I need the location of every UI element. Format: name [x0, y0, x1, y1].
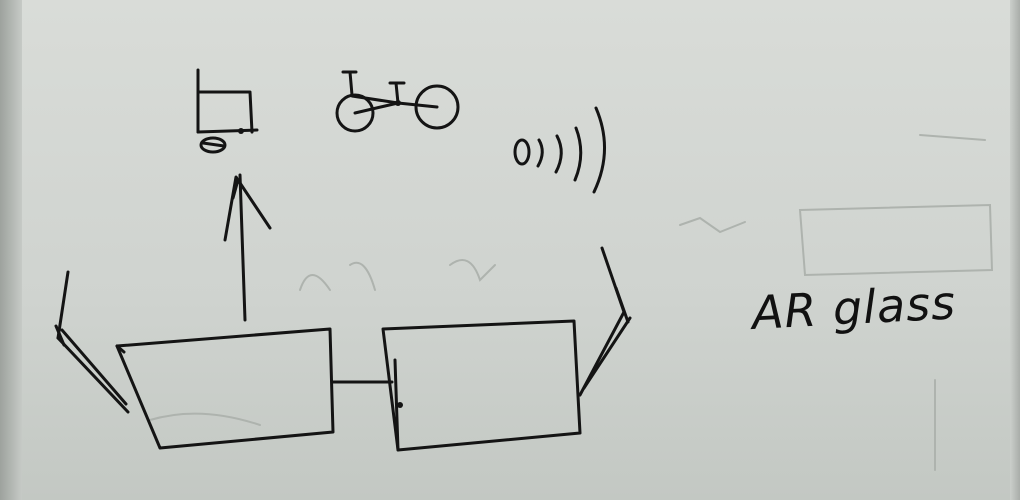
ghost-box — [798, 203, 994, 277]
ar-glass-label: AR glass — [750, 275, 958, 340]
left-temple-arm — [54, 270, 130, 414]
right-lens — [381, 319, 582, 452]
ghost-scribble-4 — [149, 412, 261, 426]
ghost-scribble-1 — [299, 261, 376, 291]
wireless-signal-icon — [513, 106, 606, 194]
paper-edge-left — [0, 0, 22, 500]
left-lens — [115, 327, 335, 450]
right-temple-arm — [578, 246, 632, 397]
ghost-scribble-2 — [449, 259, 496, 282]
paper-edge-right — [1010, 0, 1020, 500]
arrow-up-icon — [223, 173, 272, 322]
bicycle-icon — [335, 70, 460, 133]
cart-icon — [196, 68, 259, 154]
ghost-line-1 — [919, 134, 986, 141]
background-ghost-marks — [149, 134, 994, 471]
ghost-scribble-3 — [679, 216, 746, 234]
